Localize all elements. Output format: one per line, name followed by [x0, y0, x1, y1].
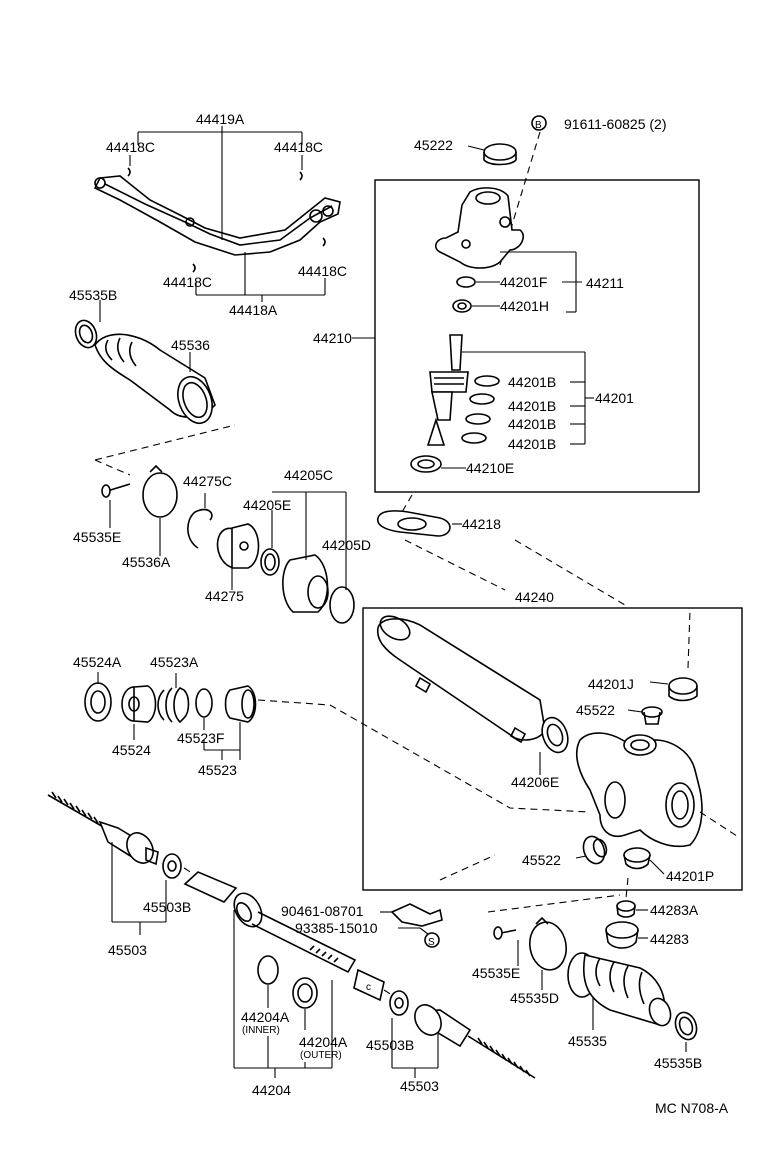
label-44418C: 44418C	[298, 263, 347, 279]
label-44201B: 44201B	[508, 398, 556, 414]
label-45536A: 45536A	[122, 554, 171, 570]
label-45535E: 45535E	[73, 529, 121, 545]
label-45523A: 45523A	[150, 654, 199, 670]
label-45536: 45536	[171, 337, 210, 353]
label-45535E: 45535E	[472, 965, 520, 981]
label-45503B: 45503B	[366, 1037, 414, 1053]
tie-rod-right	[389, 990, 536, 1079]
label-44275C: 44275C	[183, 473, 232, 489]
gear-housing	[376, 615, 703, 875]
adjusting-plug	[605, 877, 648, 949]
control-valve-box	[374, 179, 700, 493]
label-44204A-outer: 44204A	[299, 1034, 348, 1050]
pressure-tube-assembly	[93, 167, 341, 273]
valve-shaft	[410, 334, 594, 473]
label-45523F: 45523F	[177, 730, 224, 746]
label-44240: 44240	[515, 589, 554, 605]
reference-code: MC N708-A	[655, 1100, 729, 1116]
label-44204A-inner: 44204A	[241, 1009, 290, 1025]
label-45523: 45523	[198, 762, 237, 778]
label-44205C: 44205C	[284, 467, 333, 483]
label-45535D: 45535D	[510, 990, 559, 1006]
label-44201H: 44201H	[500, 298, 549, 314]
gear-housing-box	[362, 607, 743, 891]
svg-text:B: B	[535, 120, 542, 131]
label-45535B: 45535B	[69, 287, 117, 303]
label-44210: 44210	[313, 330, 352, 346]
label-44201P: 44201P	[666, 868, 714, 884]
label-44218: 44218	[462, 516, 501, 532]
bolt-mark-B: B	[531, 115, 547, 131]
control-valve-housing	[434, 131, 582, 313]
rack-seal-row	[84, 672, 257, 760]
gasket-44218	[376, 494, 462, 537]
label-44206E: 44206E	[511, 774, 559, 790]
left-boot-assembly	[74, 300, 216, 425]
label-44201J: 44201J	[588, 676, 634, 692]
label-44201F: 44201F	[500, 274, 547, 290]
label-44205E: 44205E	[243, 497, 291, 513]
rack-bracket	[380, 903, 443, 935]
clamp-and-plug-row	[101, 464, 355, 624]
label-44201B: 44201B	[508, 416, 556, 432]
label-45522: 45522	[576, 702, 615, 718]
label-45503: 45503	[108, 942, 147, 958]
label-44418C: 44418C	[163, 274, 212, 290]
label-45524: 45524	[112, 742, 151, 758]
label-45522: 45522	[522, 852, 561, 868]
label-45524A: 45524A	[73, 654, 122, 670]
label-44201B: 44201B	[508, 374, 556, 390]
right-boot-assembly	[493, 916, 698, 1052]
label-44283A: 44283A	[650, 902, 699, 918]
pipe-leader-lines	[129, 126, 326, 302]
bolt-mark-S: S	[424, 932, 440, 948]
part-labels: 44419A 44418C 44418C 44418C 44418C 44418…	[69, 111, 729, 1116]
label-44204: 44204	[252, 1082, 291, 1098]
label-44418C: 44418C	[106, 139, 155, 155]
label-93385-15010: 93385-15010	[295, 920, 378, 936]
label-45222: 45222	[414, 137, 453, 153]
label-91611-60825: 91611-60825 (2)	[564, 116, 666, 132]
label-44283: 44283	[650, 931, 689, 947]
label-outer-note: (OUTER)	[300, 1050, 342, 1061]
label-44211: 44211	[586, 275, 624, 291]
label-45503B: 45503B	[143, 899, 191, 915]
label-44210E: 44210E	[466, 460, 514, 476]
label-44201B: 44201B	[508, 436, 556, 452]
svg-text:S: S	[428, 937, 435, 948]
label-44201: 44201	[595, 390, 634, 406]
label-90461-08701: 90461-08701	[281, 903, 364, 919]
label-45503: 45503	[400, 1078, 439, 1094]
svg-text:c: c	[366, 982, 371, 993]
label-inner-note: (INNER)	[242, 1025, 280, 1036]
label-44418A: 44418A	[229, 302, 278, 318]
label-45535B: 45535B	[654, 1055, 702, 1071]
label-44419A: 44419A	[196, 111, 245, 127]
label-44275: 44275	[205, 588, 244, 604]
tie-rod-left	[47, 791, 182, 935]
label-44418C: 44418C	[274, 139, 323, 155]
label-45535: 45535	[568, 1033, 607, 1049]
label-44205D: 44205D	[322, 537, 371, 553]
rack-bar: c	[183, 871, 385, 1078]
